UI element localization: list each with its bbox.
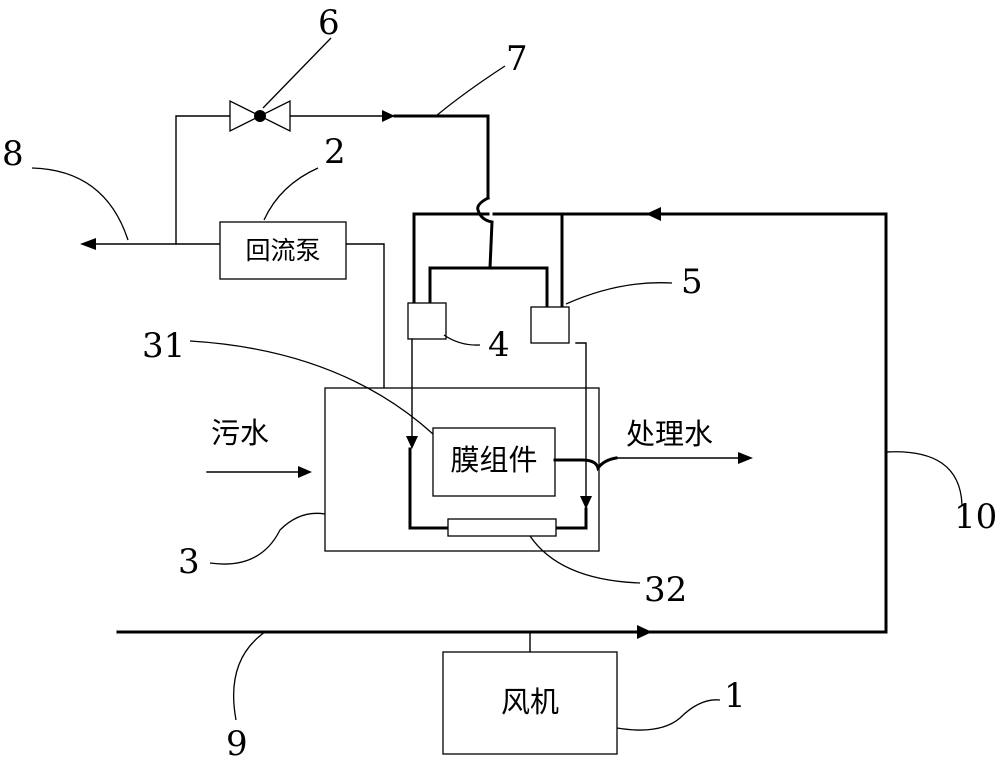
outlet-8-arrow (80, 238, 96, 250)
part-number-7: 7 (506, 39, 528, 79)
leader-1 (616, 699, 721, 731)
aerator-32 (447, 518, 557, 537)
leader-3 (209, 512, 326, 565)
reflux-pipeline (80, 110, 395, 389)
sewage-inlet: 污水 (206, 416, 312, 478)
pipe-7-split (428, 266, 549, 309)
treated-water-label: 处理水 (626, 417, 713, 451)
leader-2 (263, 167, 319, 221)
pump-to-tank-pipe (345, 243, 385, 389)
aeration-right-arrow (580, 496, 592, 509)
blower-label: 风机 (501, 685, 559, 719)
leader-7 (435, 65, 506, 117)
leader-lines (31, 37, 963, 731)
aeration-lines (406, 338, 592, 530)
permeate-pipe (553, 456, 618, 472)
main-air-pipe (116, 212, 888, 653)
treated-water-arrow (738, 452, 753, 464)
part-number-9: 9 (226, 724, 248, 764)
pipe-7-hop (476, 195, 494, 270)
sewage-arrow-head (298, 466, 312, 478)
aeration-right-drop (575, 342, 587, 501)
part-number-5: 5 (681, 262, 703, 302)
part-number-2: 2 (324, 132, 346, 172)
part-number-6: 6 (318, 3, 340, 43)
sewage-label: 污水 (211, 416, 269, 450)
part-number-4: 4 (488, 325, 510, 365)
reflux-pump-label: 回流泵 (245, 236, 320, 265)
membrane-module-label: 膜组件 (450, 443, 537, 477)
part-number-10: 10 (954, 497, 997, 537)
leader-10 (885, 451, 963, 506)
part-number-3: 3 (178, 542, 200, 582)
part-number-8: 8 (2, 134, 24, 174)
valve-branch-arrow (382, 110, 395, 122)
membrane-module-31 (432, 427, 556, 497)
air-header (412, 207, 888, 309)
leader-6 (262, 37, 332, 109)
valve-stem-dot (254, 110, 266, 122)
leader-5 (565, 282, 673, 305)
aeration-right-lower (554, 507, 588, 530)
valve-right-wing (258, 99, 291, 133)
leader-8 (31, 167, 129, 241)
leader-4 (443, 334, 481, 346)
air-header-arrow (646, 207, 661, 221)
treated-water-outlet: 处理水 (553, 417, 753, 472)
pipe-7 (393, 114, 494, 270)
valve-branch-riser (175, 115, 231, 245)
pipe-9-arrow (637, 625, 652, 639)
part-number-32: 32 (644, 570, 687, 610)
leader-31 (189, 340, 434, 435)
leader-9 (233, 631, 266, 721)
reflux-pump-2 (219, 221, 347, 280)
controller-5 (530, 306, 570, 344)
aeration-left-lower (408, 447, 450, 530)
valve-6 (229, 99, 291, 133)
leader-32 (529, 535, 641, 584)
part-number-1: 1 (724, 676, 746, 716)
air-header-line (412, 212, 490, 306)
valve-left-wing (229, 99, 262, 133)
aeration-left-arrow (406, 436, 418, 449)
controller-4 (407, 302, 447, 340)
blower-1 (442, 651, 618, 755)
part-number-31: 31 (142, 326, 185, 366)
pipe-7-horizontal (393, 114, 490, 200)
